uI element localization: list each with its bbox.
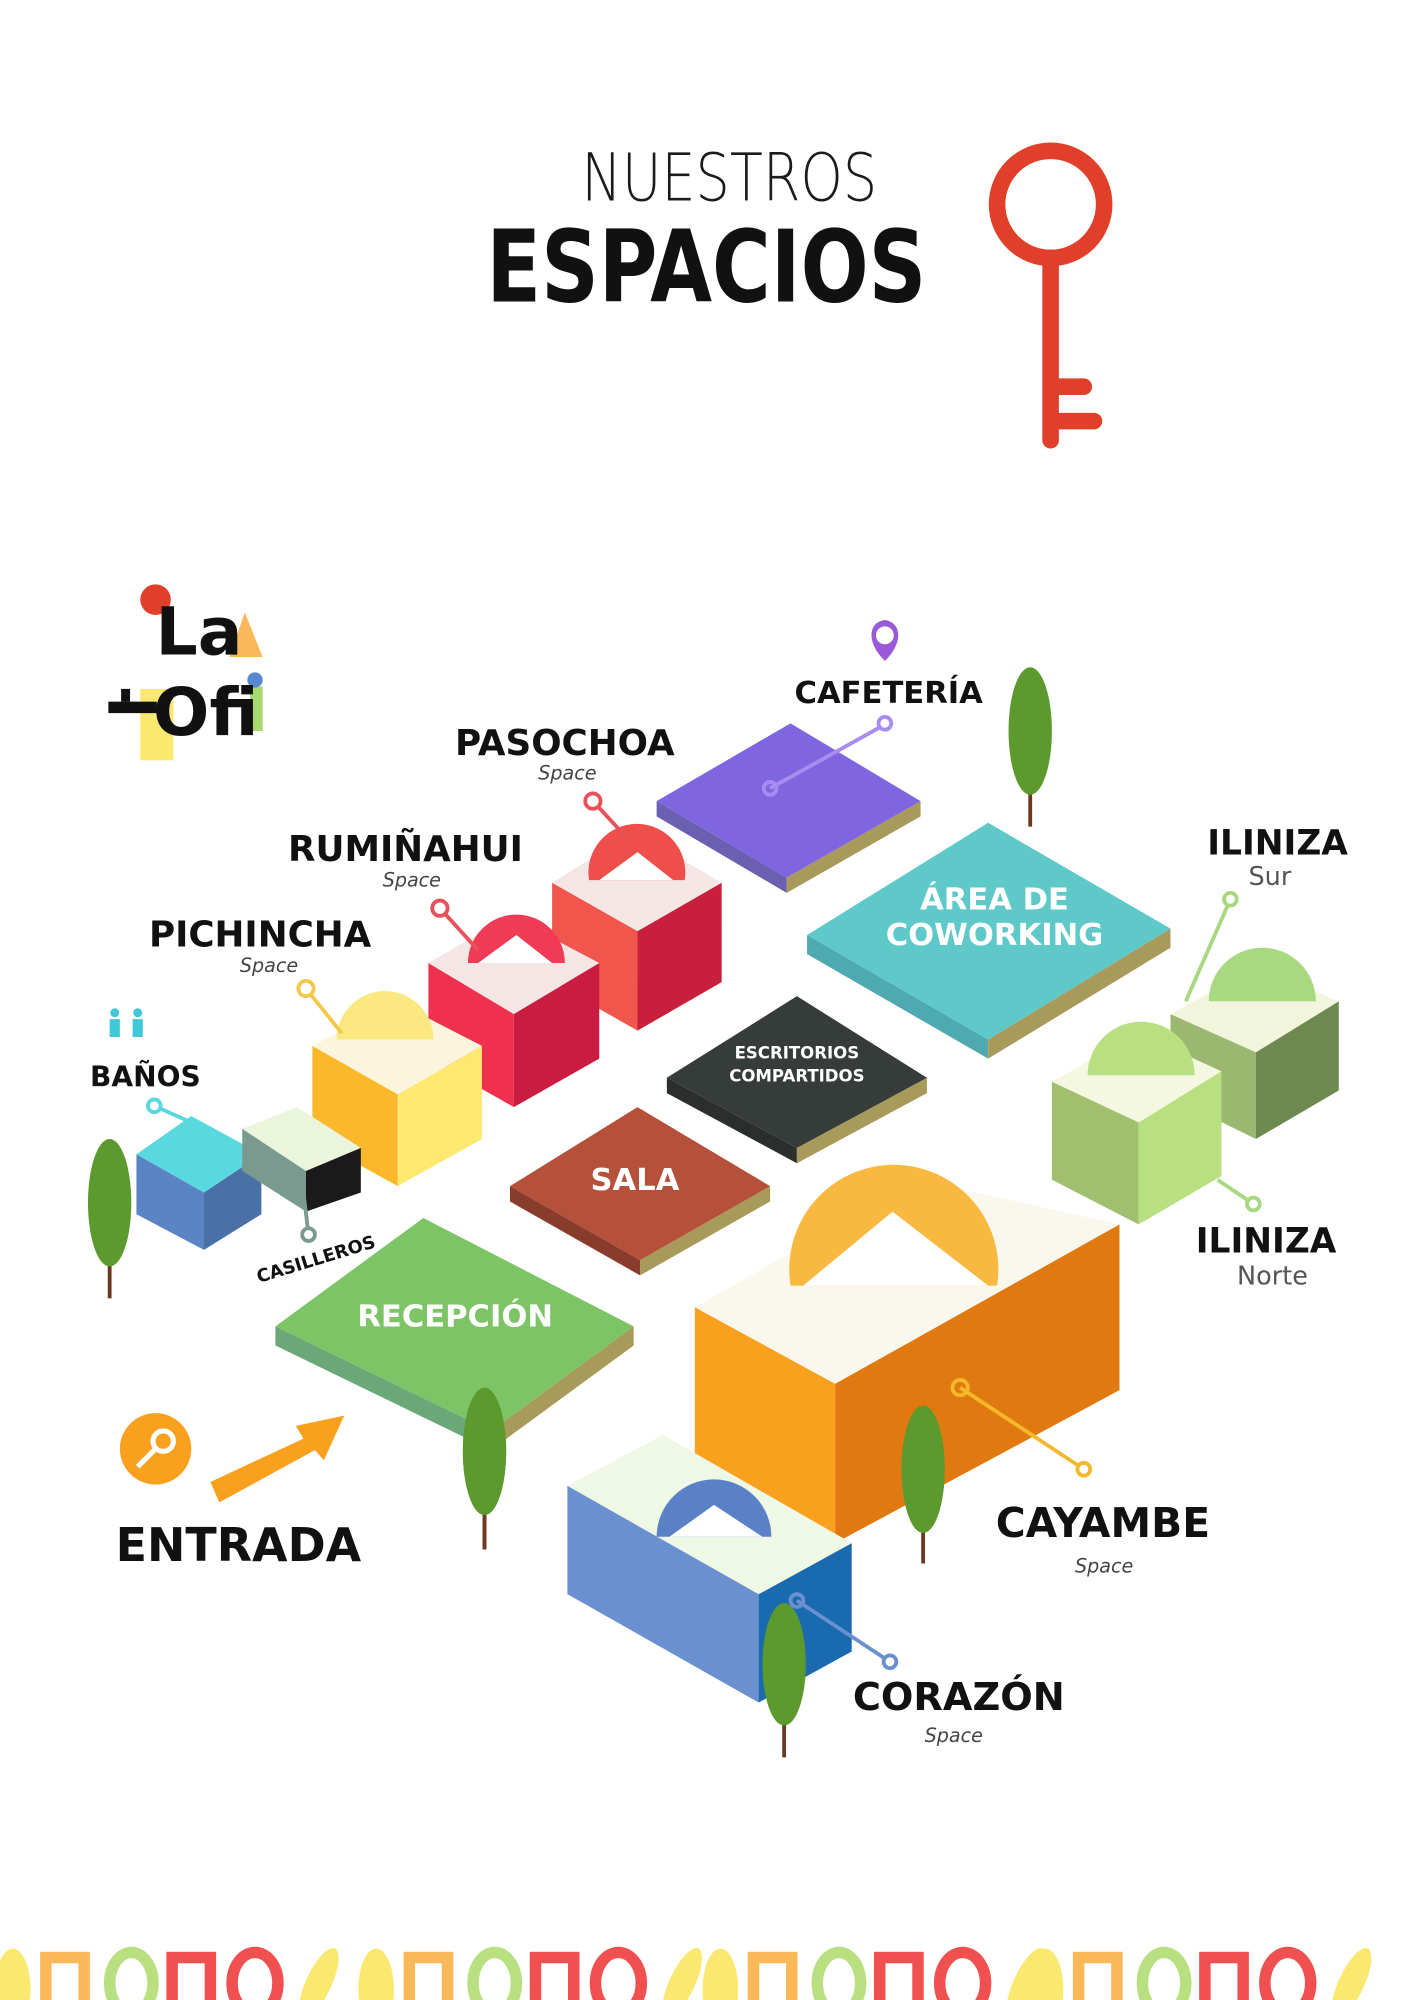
label-banos: BAÑOS bbox=[90, 1060, 201, 1094]
la-ofi-logo: La Ofi bbox=[108, 584, 263, 761]
label-iliniza-sur-sub: Sur bbox=[1249, 862, 1292, 892]
label-iliniza-sur: ILINIZA bbox=[1207, 824, 1348, 864]
label-pasochoa: PASOCHOA bbox=[455, 723, 675, 764]
ruminahui-cube[interactable] bbox=[428, 898, 600, 1108]
border-shape bbox=[1136, 1946, 1192, 2000]
border-shape bbox=[0, 1948, 31, 2000]
logo-text-la: La bbox=[156, 592, 243, 670]
label-corazon: CORAZÓN bbox=[853, 1673, 1065, 1720]
border-shape bbox=[403, 1951, 454, 2000]
border-shape bbox=[529, 1951, 580, 2000]
border-shape bbox=[933, 1946, 992, 2000]
tree-icon bbox=[901, 1405, 945, 1564]
label-pichincha-sub: Space bbox=[240, 954, 298, 977]
label-cayambe-sub: Space bbox=[1075, 1554, 1133, 1577]
label-cayambe: CAYAMBE bbox=[996, 1499, 1210, 1547]
entrance-arrow-icon bbox=[210, 1415, 345, 1503]
label-recepcion: RECEPCIÓN bbox=[357, 1297, 553, 1334]
label-corazon-sub: Space bbox=[925, 1724, 983, 1747]
title-line1: NUESTROS bbox=[581, 139, 877, 217]
iliniza-norte-cube[interactable] bbox=[1051, 1021, 1262, 1225]
label-escritorios-1: ESCRITORIOS bbox=[735, 1044, 860, 1063]
entrance-key-icon bbox=[119, 1413, 192, 1485]
key-icon bbox=[988, 142, 1113, 449]
border-shape bbox=[103, 1946, 159, 2000]
cayambe-cube[interactable] bbox=[694, 1164, 1120, 1544]
border-shape bbox=[702, 1948, 739, 2000]
label-ruminahui: RUMIÑAHUI bbox=[288, 828, 523, 870]
label-coworking-2: COWORKING bbox=[886, 918, 1104, 953]
border-shape bbox=[40, 1951, 90, 2000]
banos-cube[interactable] bbox=[136, 1097, 262, 1250]
label-pichincha: PICHINCHA bbox=[149, 914, 372, 955]
escritorios-tile[interactable]: ESCRITORIOS COMPARTIDOS bbox=[666, 996, 927, 1164]
label-coworking-1: ÁREA DE bbox=[920, 881, 1069, 917]
tree-icon bbox=[762, 1603, 806, 1758]
label-sala: SALA bbox=[591, 1163, 680, 1198]
logo-text-ofi: Ofi bbox=[153, 673, 259, 751]
recepcion-tile[interactable]: RECEPCIÓN bbox=[275, 1218, 634, 1451]
coworking-tile[interactable]: ÁREA DE COWORKING bbox=[807, 822, 1171, 1059]
label-escritorios-2: COMPARTIDOS bbox=[729, 1067, 864, 1086]
casilleros-box[interactable] bbox=[242, 1107, 361, 1243]
coffee-pin-icon bbox=[871, 620, 899, 661]
border-shape bbox=[467, 1946, 523, 2000]
border-shape bbox=[1199, 1951, 1249, 2000]
border-shape bbox=[662, 1947, 703, 2000]
border-shape bbox=[1331, 1947, 1372, 2000]
decorative-border bbox=[0, 1946, 1372, 2000]
label-iliniza-norte-sub: Norte bbox=[1237, 1261, 1308, 1291]
restroom-icon bbox=[109, 1008, 143, 1037]
border-shape bbox=[1072, 1951, 1123, 2000]
tree-icon bbox=[1008, 667, 1052, 827]
border-shape bbox=[874, 1951, 924, 2000]
corazon-cube[interactable] bbox=[567, 1434, 899, 1703]
tree-icon bbox=[462, 1387, 507, 1550]
border-shape bbox=[358, 1948, 394, 2000]
label-iliniza-norte: ILINIZA bbox=[1196, 1221, 1337, 1261]
cafeteria-tile[interactable] bbox=[656, 715, 921, 893]
border-shape bbox=[226, 1946, 284, 2000]
border-shape bbox=[747, 1951, 798, 2000]
label-entrada: ENTRADA bbox=[116, 1518, 362, 1572]
border-shape bbox=[589, 1946, 648, 2000]
border-shape bbox=[1027, 1948, 1064, 2000]
border-shape bbox=[166, 1951, 217, 2000]
tree-icon bbox=[87, 1138, 132, 1299]
label-ruminahui-sub: Space bbox=[383, 869, 441, 892]
pichincha-cube[interactable] bbox=[296, 978, 482, 1187]
border-shape bbox=[811, 1946, 867, 2000]
sala-tile[interactable]: SALA bbox=[510, 1107, 771, 1276]
label-pasochoa-sub: Space bbox=[538, 761, 596, 784]
border-shape bbox=[298, 1947, 339, 2000]
border-shape bbox=[1259, 1946, 1317, 2000]
title-line2: ESPACIOS bbox=[486, 210, 926, 325]
label-cafeteria: CAFETERÍA bbox=[795, 675, 984, 711]
